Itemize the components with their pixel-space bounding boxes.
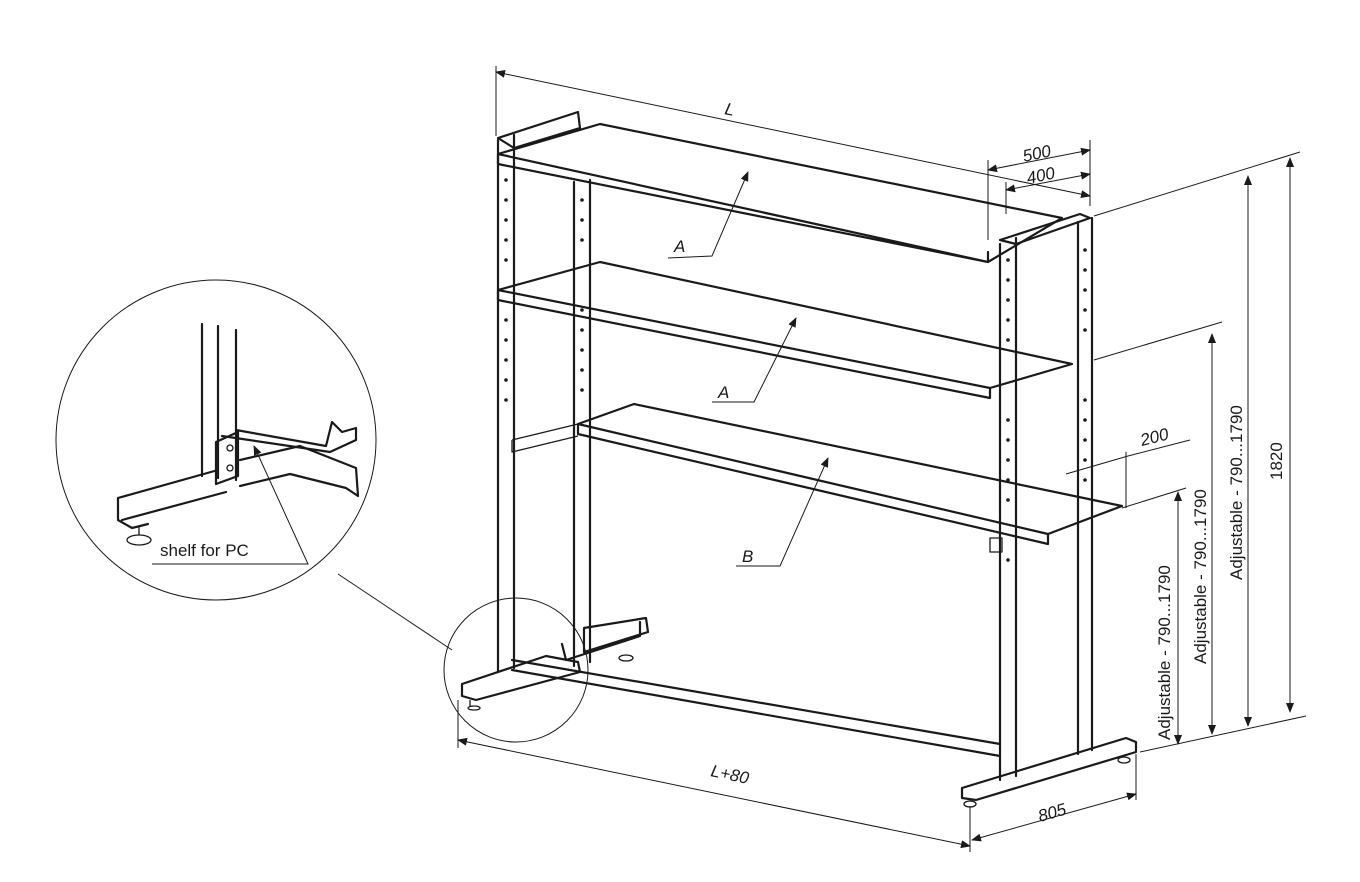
detail-source-circle <box>443 597 589 743</box>
right-front-upright <box>998 236 1018 782</box>
dim-adjustable-3: Adjustable - 790...1790 <box>1227 405 1246 580</box>
detail-bracket-plate <box>214 430 240 486</box>
dimension-lines <box>457 66 1307 852</box>
shelf-bracket <box>989 537 1003 553</box>
detail-connector <box>337 573 453 651</box>
shelf-label-bottom: B <box>742 547 753 566</box>
dim-base-width: 805 <box>1036 800 1069 826</box>
shelf-label-middle: A <box>717 383 729 402</box>
dim-depth-inner: 400 <box>1025 163 1057 188</box>
detail-pc-shelf <box>220 420 358 454</box>
right-foot <box>960 736 1138 802</box>
foot-pad <box>618 654 634 662</box>
detail-foot <box>116 468 228 530</box>
detail-upright <box>200 322 238 482</box>
bottom-shelf <box>576 402 1124 546</box>
left-inner-upright <box>572 178 592 668</box>
bottom-shelf-support <box>511 423 579 453</box>
detail-view: shelf for PC <box>55 279 589 743</box>
middle-shelf <box>496 260 1074 400</box>
dim-base-length: L+80 <box>709 761 751 788</box>
detail-callout-text: shelf for PC <box>160 541 249 560</box>
right-rear-upright <box>1076 216 1094 756</box>
detail-circle <box>55 279 377 601</box>
base-rail <box>510 658 1002 758</box>
dim-length: L <box>723 99 736 120</box>
frame <box>460 110 1138 808</box>
dim-depth-outer: 500 <box>1021 141 1053 166</box>
left-foot <box>460 654 582 702</box>
shelf-label-top: A <box>673 237 685 256</box>
pc-shelf-bracket <box>560 616 650 662</box>
dim-total-height: 1820 <box>1267 442 1286 480</box>
right-rear-foot-pad <box>1117 756 1131 764</box>
dim-adjustable-1: Adjustable - 790...1790 <box>1155 565 1174 740</box>
left-foot-pad <box>467 700 481 711</box>
detail-foot-pad <box>126 534 152 546</box>
dim-adjustable-2: Adjustable - 790...1790 <box>1191 489 1210 664</box>
left-rear-upright <box>496 133 516 674</box>
detail-base-rail <box>238 444 360 498</box>
